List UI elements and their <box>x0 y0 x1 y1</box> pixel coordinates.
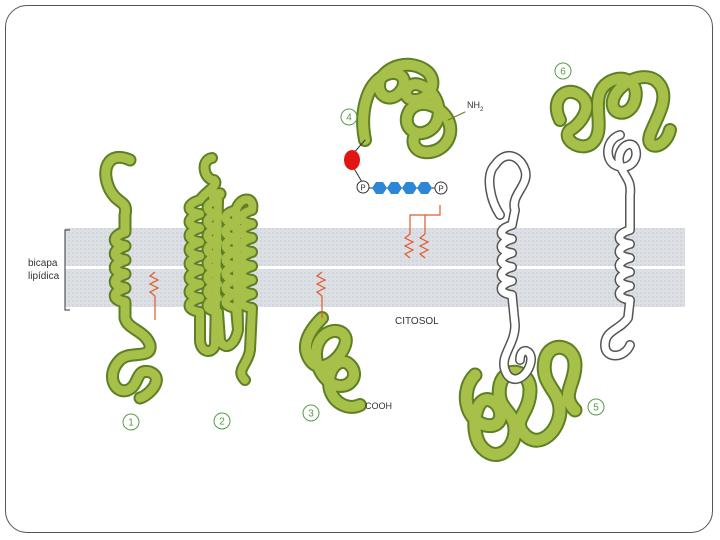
protein-number-3: 3 <box>303 405 319 421</box>
svg-text:4: 4 <box>346 113 352 124</box>
phosphate-left-label: P <box>360 184 365 193</box>
svg-text:2: 2 <box>219 417 225 428</box>
svg-text:3: 3 <box>308 409 314 420</box>
protein-number-1: 1 <box>123 414 139 430</box>
sugar-hexagon <box>402 182 417 194</box>
svg-text:1: 1 <box>128 418 134 429</box>
bilayer-label-line2: lipídica <box>28 271 60 282</box>
protein-3 <box>306 318 360 407</box>
cooh-label: COOH <box>365 401 392 411</box>
phosphate-right-label: P <box>438 185 443 194</box>
protein-number-6: 6 <box>555 63 571 79</box>
protein-4 <box>352 65 465 155</box>
nh2-label: NH2 <box>467 100 484 113</box>
cytosol-label: CITOSOL <box>395 316 439 327</box>
protein-number-5: 5 <box>588 399 604 415</box>
lipid-bilayer <box>65 228 685 307</box>
sugar-hexagon <box>372 182 387 194</box>
svg-text:6: 6 <box>560 67 566 78</box>
red-marker <box>344 150 360 170</box>
protein-2 <box>190 158 253 380</box>
svg-text:5: 5 <box>593 403 599 414</box>
sugar-hexagon <box>417 182 432 194</box>
sugar-hexagon <box>387 182 402 194</box>
bilayer-label-line1: bicapa <box>28 258 58 269</box>
protein-number-4: 4 <box>341 109 357 125</box>
protein-number-2: 2 <box>214 413 230 429</box>
